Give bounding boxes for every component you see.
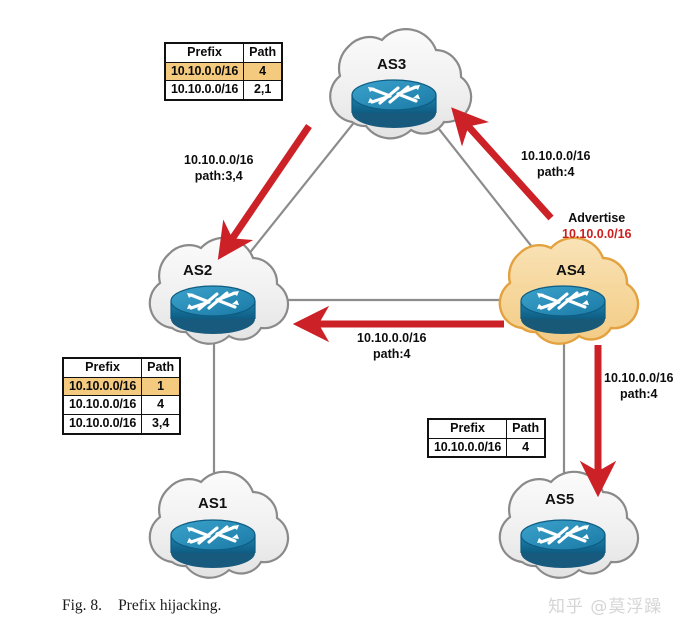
annotation-prefix: 10.10.0.0/16 bbox=[357, 331, 427, 345]
cell-path: 1 bbox=[141, 376, 181, 397]
annotation-advertise: Advertise 10.10.0.0/16 bbox=[562, 210, 632, 243]
router-icon-as1 bbox=[169, 518, 257, 570]
annotation-prefix: 10.10.0.0/16 bbox=[521, 149, 591, 163]
column-header-prefix: Prefix bbox=[427, 418, 508, 439]
table-row: 10.10.0.0/16 2,1 bbox=[164, 80, 283, 101]
table-row: 10.10.0.0/16 4 bbox=[427, 437, 546, 458]
cell-path: 3,4 bbox=[141, 413, 181, 435]
node-as2[interactable] bbox=[148, 236, 290, 345]
annotation-as4-to-as3: 10.10.0.0/16 path:4 bbox=[521, 148, 591, 181]
route-table-as5: Prefix Path 10.10.0.0/16 4 bbox=[427, 418, 547, 459]
caption-number: Fig. 8. bbox=[62, 597, 103, 614]
arrow-as3-to-as2 bbox=[217, 124, 312, 260]
watermark: 知乎 @莫浮躁 bbox=[548, 597, 663, 617]
node-as5[interactable] bbox=[498, 470, 640, 579]
table-row: 10.10.0.0/16 4 bbox=[62, 395, 181, 415]
annotation-as4-to-as2: 10.10.0.0/16 path:4 bbox=[357, 330, 427, 363]
table-as2: Prefix Path 10.10.0.0/16 1 10.10.0.0/16 … bbox=[62, 357, 182, 435]
arrow-as4-to-as3 bbox=[451, 107, 554, 221]
annotation-as3-to-as2: 10.10.0.0/16 path:3,4 bbox=[184, 152, 254, 185]
annotation-path: path:4 bbox=[620, 387, 658, 402]
node-label-as2: AS2 bbox=[183, 262, 213, 279]
cell-path: 4 bbox=[141, 395, 181, 415]
annotation-prefix: 10.10.0.0/16 bbox=[184, 153, 254, 167]
annotation-path: path:3,4 bbox=[194, 169, 243, 184]
table-row: 10.10.0.0/16 1 bbox=[62, 376, 181, 397]
table-header-row: Prefix Path bbox=[62, 357, 181, 378]
caption-text: Prefix hijacking. bbox=[118, 597, 222, 614]
column-header-prefix: Prefix bbox=[164, 42, 245, 63]
cell-prefix: 10.10.0.0/16 bbox=[62, 413, 143, 435]
cell-path: 4 bbox=[243, 61, 283, 82]
table-row: 10.10.0.0/16 4 bbox=[164, 61, 283, 82]
table-header-row: Prefix Path bbox=[164, 42, 283, 63]
advertisement-arrows bbox=[217, 107, 617, 498]
router-icon-as4 bbox=[519, 284, 607, 336]
cell-path: 4 bbox=[506, 437, 546, 458]
cell-prefix: 10.10.0.0/16 bbox=[427, 437, 508, 458]
route-table-as2: Prefix Path 10.10.0.0/16 1 10.10.0.0/16 … bbox=[62, 357, 182, 435]
node-label-as4: AS4 bbox=[556, 262, 586, 279]
column-header-path: Path bbox=[506, 418, 546, 439]
node-as1[interactable] bbox=[148, 470, 290, 579]
advertise-prefix: 10.10.0.0/16 bbox=[562, 227, 632, 242]
cell-prefix: 10.10.0.0/16 bbox=[164, 80, 245, 101]
node-as4[interactable] bbox=[498, 236, 640, 345]
node-label-as3: AS3 bbox=[377, 56, 407, 73]
annotation-path: path:4 bbox=[373, 347, 411, 362]
annotation-as4-to-as5: 10.10.0.0/16 path:4 bbox=[604, 370, 674, 403]
router-icon-as5 bbox=[519, 518, 607, 570]
cell-prefix: 10.10.0.0/16 bbox=[62, 376, 143, 397]
column-header-prefix: Prefix bbox=[62, 357, 143, 378]
table-row: 10.10.0.0/16 3,4 bbox=[62, 413, 181, 435]
cell-path: 2,1 bbox=[243, 80, 283, 101]
router-icon-as3 bbox=[350, 78, 438, 130]
column-header-path: Path bbox=[141, 357, 181, 378]
route-table-as3: Prefix Path 10.10.0.0/16 4 10.10.0.0/16 … bbox=[164, 42, 284, 101]
table-header-row: Prefix Path bbox=[427, 418, 546, 439]
node-as3[interactable] bbox=[329, 28, 473, 140]
router-icon-as2 bbox=[169, 284, 257, 336]
table-as5: Prefix Path 10.10.0.0/16 4 bbox=[427, 418, 547, 459]
cell-prefix: 10.10.0.0/16 bbox=[62, 395, 143, 415]
annotation-prefix: 10.10.0.0/16 bbox=[604, 371, 674, 385]
column-header-path: Path bbox=[243, 42, 283, 63]
annotation-path: path:4 bbox=[537, 165, 575, 180]
table-as3: Prefix Path 10.10.0.0/16 4 10.10.0.0/16 … bbox=[164, 42, 284, 101]
cell-prefix: 10.10.0.0/16 bbox=[164, 61, 245, 82]
node-label-as5: AS5 bbox=[545, 491, 575, 508]
node-label-as1: AS1 bbox=[198, 495, 228, 512]
figure-caption: Fig. 8. Prefix hijacking. bbox=[62, 597, 221, 615]
advertise-title: Advertise bbox=[568, 211, 626, 225]
